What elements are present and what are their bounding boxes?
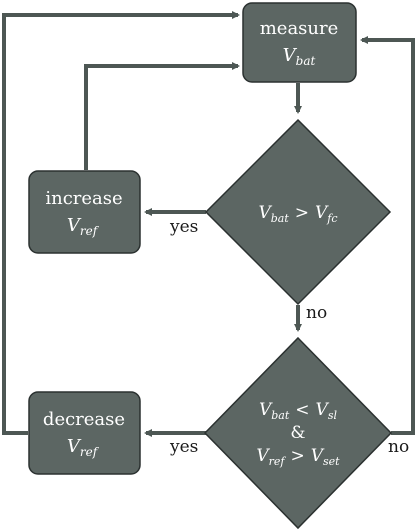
decision1-node: Vbat>Vfc	[204, 118, 392, 306]
edge-increase-to-measure	[84, 62, 240, 170]
decision2-condition-row2: Vref>Vset	[256, 446, 340, 468]
decrease-variable: Vref	[67, 436, 100, 459]
decrease-label: decrease	[43, 409, 125, 430]
d2-yes-label: yes	[169, 437, 198, 457]
decrease-node: decrease Vref	[28, 391, 141, 475]
decision2-condition-row1: Vbat<Vsl	[259, 400, 337, 422]
measure-variable: Vbat	[283, 45, 316, 68]
d2-no-label: no	[388, 437, 409, 457]
increase-variable: Vref	[67, 215, 100, 238]
d1-yes-label: yes	[169, 217, 198, 237]
decision1-condition: Vbat>Vfc	[258, 203, 337, 225]
decision2-node: Vbat<Vsl & Vref>Vset	[203, 336, 393, 530]
decision2-joiner: &	[290, 423, 305, 443]
measure-label: measure	[260, 18, 339, 39]
d1-no-label: no	[306, 303, 327, 323]
edge-decrease-to-measure	[2, 11, 240, 435]
measure-node: measure Vbat	[242, 2, 357, 83]
increase-label: increase	[45, 188, 122, 209]
connectors	[2, 11, 415, 437]
edge-d2-no-to-measure	[360, 36, 415, 435]
increase-node: increase Vref	[28, 170, 141, 254]
